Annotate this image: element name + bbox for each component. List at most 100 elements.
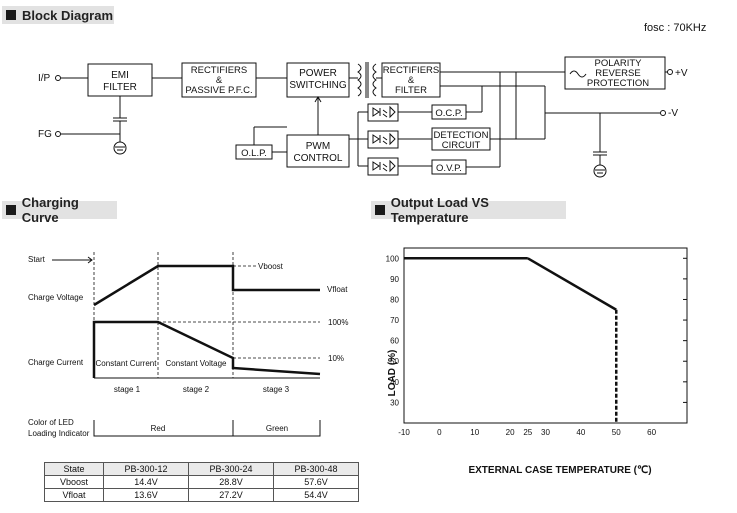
table-header-cell: PB-300-24 <box>188 462 274 476</box>
minus-v-terminal <box>660 110 666 116</box>
x-tick-label: 40 <box>576 428 585 437</box>
table-row: Vboost 14.4V 28.8V 57.6V <box>44 475 359 489</box>
pwm-label-1: PWM <box>306 141 330 152</box>
block-diagram-header: Block Diagram <box>2 6 114 24</box>
output-load-title: Output Load VS Temperature <box>390 195 489 225</box>
charge-current-curve <box>92 320 321 378</box>
polarity-label-1: POLARITY <box>595 58 643 69</box>
rectifiers-filter-box <box>381 62 441 98</box>
y-tick-label: 50 <box>390 357 399 366</box>
detection-label-1: DETECTION <box>434 130 489 141</box>
detection-label-2: CIRCUIT <box>442 140 481 151</box>
output-load-header: Output Load VS Temperature <box>371 195 566 225</box>
table-cell: 57.6V <box>273 475 359 489</box>
polarity-protection-box <box>564 56 666 90</box>
plus-v-terminal <box>667 69 673 75</box>
pct10-label: 10% <box>328 354 344 363</box>
led-green-label: Green <box>266 424 288 433</box>
y-tick-label: 90 <box>390 275 399 284</box>
emi-label-1: EMI <box>111 70 129 81</box>
y-tick-label: 70 <box>390 316 399 325</box>
rect-filter-label-2: & <box>408 75 415 86</box>
series-segment <box>527 257 617 311</box>
ip-terminal <box>55 75 61 81</box>
rect-pfc-label-3: PASSIVE P.F.C. <box>185 85 252 96</box>
ovp-label: O.V.P. <box>436 163 462 174</box>
charging-curve-title: Charging Curve <box>21 195 79 225</box>
x-tick-label: 25 <box>523 428 532 437</box>
load-temp-chart: -10 0 10 20 25 30 40 50 60 30 40 50 60 70 80 90 100 LOA… <box>386 247 688 476</box>
arrow-up-icon <box>314 96 322 103</box>
block-diagram-title: Block Diagram <box>22 7 114 23</box>
emi-label-2: FILTER <box>103 82 137 93</box>
ground-icon <box>593 164 607 178</box>
pct100-label: 100% <box>328 318 348 327</box>
y-tick-label: 30 <box>390 398 399 407</box>
table-header-cell: State <box>44 462 104 476</box>
start-label: Start <box>28 255 46 264</box>
table-header-cell: PB-300-48 <box>273 462 359 476</box>
y-axis-ticks: 30 40 50 60 70 80 90 100 <box>386 254 687 407</box>
pwm-label-2: CONTROL <box>294 153 343 164</box>
bullet-square-icon <box>6 10 16 20</box>
y-tick-label: 100 <box>386 254 400 263</box>
rect-filter-label-3: FILTER <box>395 85 427 96</box>
table-cell: 28.8V <box>188 475 274 489</box>
charge-voltage-curve <box>93 264 320 307</box>
vboost-label: Vboost <box>258 262 284 271</box>
x-tick-label: 0 <box>437 428 442 437</box>
polarity-label-3: PROTECTION <box>587 78 649 89</box>
rect-pfc-label-1: RECTIFIERS <box>191 65 247 76</box>
x-tick-label: 60 <box>647 428 656 437</box>
block-diagram: I/P FG EMI FILTER RECTIFIERS & PASSIVE P… <box>38 56 688 178</box>
table-cell: 13.6V <box>103 488 189 502</box>
ground-icon <box>113 141 127 155</box>
table-cell: Vboost <box>44 475 104 489</box>
rectifiers-pfc-box <box>181 62 257 98</box>
table-header-cell: PB-300-12 <box>103 462 189 476</box>
y-axis-label: LOAD (%) <box>387 350 398 397</box>
stage-3-label: stage 3 <box>263 385 290 394</box>
table-cell: Vfloat <box>44 488 104 502</box>
table-cell: 54.4V <box>273 488 359 502</box>
stage-2-label: stage 2 <box>183 385 210 394</box>
table-header-row: State PB-300-12 PB-300-24 PB-300-48 <box>44 462 359 476</box>
rect-filter-label-1: RECTIFIERS <box>383 65 439 76</box>
x-tick-label: -10 <box>398 428 410 437</box>
polarity-label-2: REVERSE <box>595 68 640 79</box>
table-row: Vfloat 13.6V 27.2V 54.4V <box>44 488 359 502</box>
transformer-icon <box>357 62 377 98</box>
power-sw-label-1: POWER <box>299 68 337 79</box>
charging-curve-header: Charging Curve <box>2 195 117 225</box>
vfloat-label: Vfloat <box>327 285 348 294</box>
charge-voltage-label: Charge Voltage <box>28 293 84 302</box>
x-tick-label: 30 <box>541 428 550 437</box>
emi-filter-box <box>87 63 153 97</box>
bullet-square-icon <box>6 205 16 215</box>
table-cell: 14.4V <box>103 475 189 489</box>
x-tick-label: 10 <box>470 428 479 437</box>
series-layer <box>404 257 618 423</box>
constant-current-label: Constant Current <box>96 359 158 368</box>
led-bracket <box>93 420 321 437</box>
x-tick-label: 20 <box>506 428 515 437</box>
minus-v-label: -V <box>668 108 678 119</box>
ip-label: I/P <box>38 73 51 84</box>
y-tick-label: 80 <box>390 295 399 304</box>
led-label-1: Color of LED <box>28 418 74 427</box>
charging-curve: Start Charge Voltage Charge Current Vboo… <box>28 252 348 438</box>
constant-voltage-label: Constant Voltage <box>166 359 227 368</box>
led-red-label: Red <box>151 424 166 433</box>
power-switching-box <box>286 62 350 98</box>
ovp-box <box>431 159 467 175</box>
bullet-square-icon <box>375 205 385 215</box>
y-tick-label: 40 <box>390 378 399 387</box>
state-table: State PB-300-12 PB-300-24 PB-300-48 Vboo… <box>44 462 359 502</box>
optocoupler-icon <box>367 103 399 122</box>
x-tick-label: 50 <box>612 428 621 437</box>
stage-1-label: stage 1 <box>114 385 141 394</box>
fg-terminal <box>55 131 61 137</box>
rect-pfc-label-2: & <box>216 75 223 86</box>
y-tick-label: 60 <box>390 337 399 346</box>
